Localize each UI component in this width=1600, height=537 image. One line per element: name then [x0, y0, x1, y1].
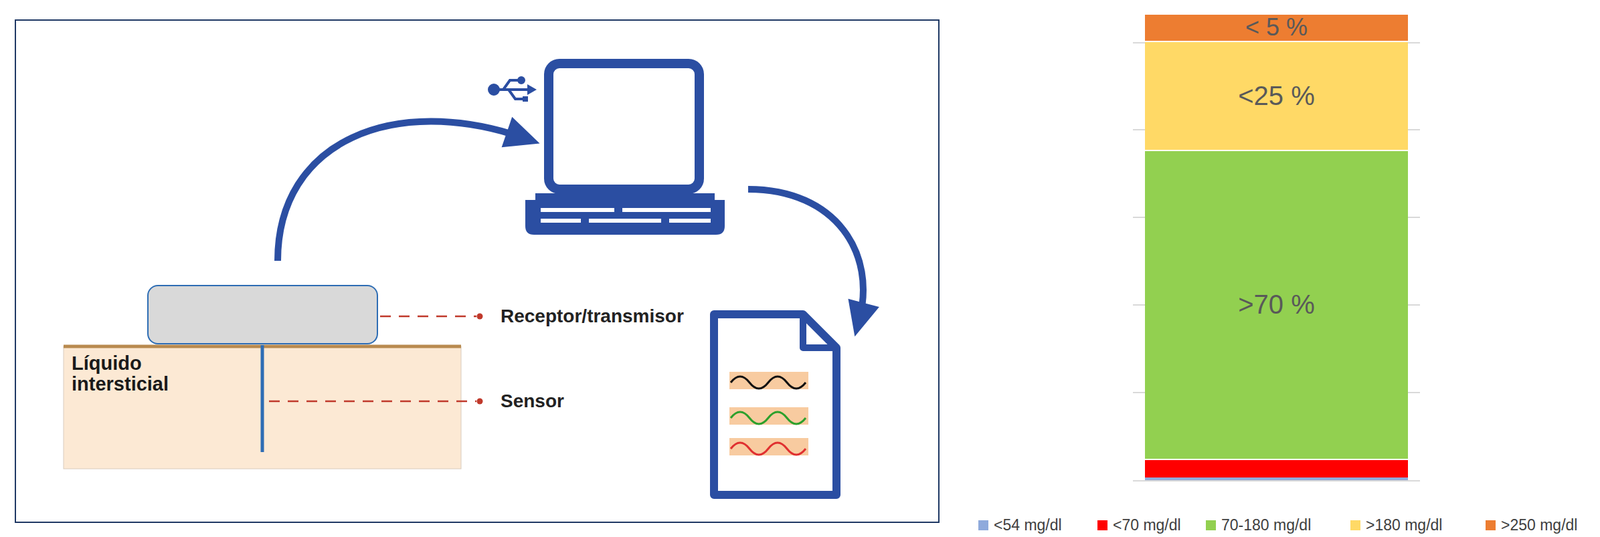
- leader-dot: [477, 398, 484, 405]
- leader-line: [269, 400, 477, 403]
- bar-value: <25 %: [1237, 81, 1315, 111]
- legend-swatch: [1205, 520, 1216, 531]
- sensor-filament: [260, 345, 265, 453]
- flow-arrow: [277, 121, 524, 261]
- legend-text: 70-180 mg/dl: [1221, 516, 1311, 535]
- region-label: Líquido intersticial: [71, 353, 233, 396]
- chart-gridmarks: [1132, 42, 1420, 482]
- legend-item: 70-180 mg/dl: [1205, 515, 1311, 536]
- legend-item: >180 mg/dl: [1350, 515, 1443, 536]
- bar-segment: [1144, 477, 1408, 481]
- tissue-region: Líquido intersticial: [63, 349, 462, 469]
- legend-text: >180 mg/dl: [1365, 516, 1443, 535]
- bar-segment: < 5 %: [1144, 14, 1408, 43]
- transmitter-body: [147, 285, 378, 344]
- legend-swatch: [1485, 520, 1496, 531]
- legend-item: <70 mg/dl: [1097, 515, 1182, 536]
- flow-arrow: [748, 189, 864, 320]
- legend-item: >250 mg/dl: [1485, 515, 1578, 536]
- leader-dot: [477, 313, 484, 320]
- legend-swatch: [1350, 520, 1361, 531]
- bar-value: >70 %: [1237, 290, 1315, 320]
- panel-frame: [15, 20, 939, 523]
- usb-icon: [489, 77, 537, 102]
- laptop-icon: [525, 63, 725, 235]
- legend-text: <54 mg/dl: [993, 516, 1062, 535]
- legend-swatch: [978, 520, 989, 531]
- bar-segment: <25 %: [1144, 42, 1408, 152]
- legend-text: >250 mg/dl: [1500, 516, 1578, 535]
- legend-item: <54 mg/dl: [978, 515, 1062, 536]
- bar-value: < 5 %: [1245, 14, 1308, 41]
- leader-line: [380, 315, 477, 318]
- legend-text: <70 mg/dl: [1112, 516, 1182, 535]
- bar-segment: [1144, 460, 1408, 478]
- part-label: Receptor/transmisor: [500, 305, 684, 328]
- legend-swatch: [1097, 520, 1108, 531]
- part-label: Sensor: [500, 390, 565, 413]
- bar-segment: >70 %: [1144, 151, 1408, 461]
- report-document: [714, 314, 837, 496]
